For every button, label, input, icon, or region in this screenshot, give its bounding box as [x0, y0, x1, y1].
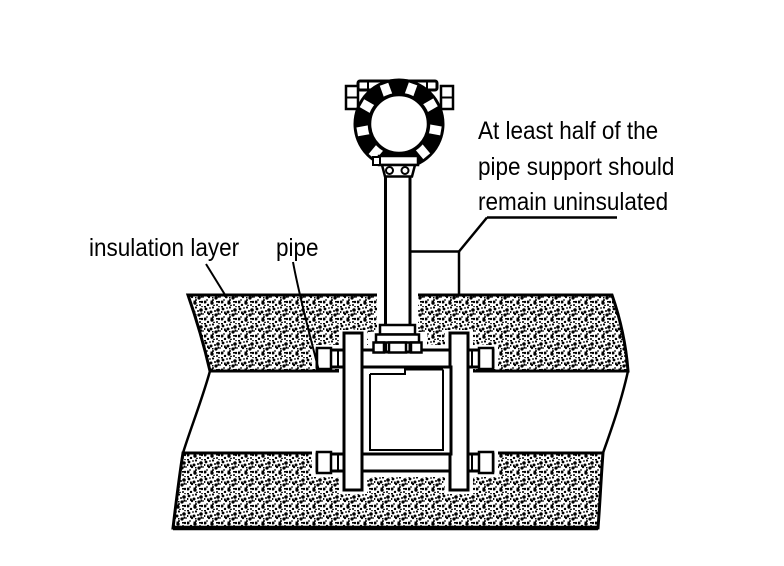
note-line-3: remain uninsulated: [478, 188, 669, 216]
head-neck: [372, 154, 420, 178]
head-side-lugs: [344, 84, 455, 111]
note-leader: [410, 216, 617, 295]
transmitter-head: [344, 78, 455, 178]
pipe-label: pipe: [276, 234, 319, 262]
pipe-break-edges: [181, 370, 630, 454]
insulation-leader: [205, 263, 228, 299]
pipe-leader: [292, 261, 320, 372]
stem-mounting: [372, 323, 423, 354]
support-stem: [384, 174, 412, 354]
pipe-flange-right: [448, 331, 470, 492]
flowmeter-body: [360, 365, 453, 456]
pipe-flange-left: [342, 331, 364, 492]
note-line-2: pipe support should: [478, 153, 675, 181]
insulation-layer-label: insulation layer: [89, 234, 240, 262]
head-window: [367, 92, 431, 156]
note-line-1: At least half of the: [478, 117, 659, 145]
